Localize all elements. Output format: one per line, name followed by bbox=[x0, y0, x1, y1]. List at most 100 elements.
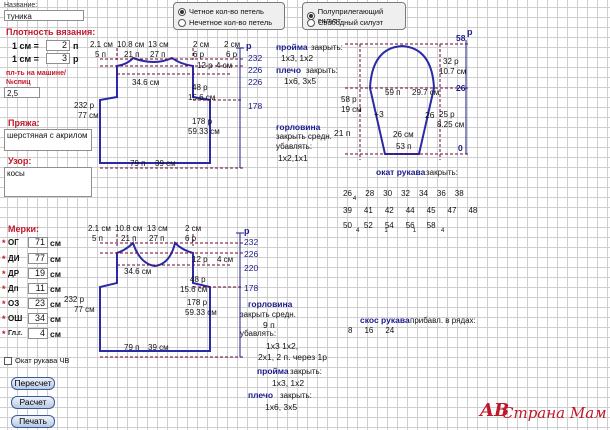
back-measure-lines bbox=[236, 47, 244, 168]
cap-value: 45 bbox=[426, 206, 436, 215]
front-right-232: 232 bbox=[244, 237, 259, 247]
machine-input[interactable]: 2,5 bbox=[4, 87, 40, 98]
back-width-top: 34.6 см bbox=[132, 78, 160, 87]
cap-sub: 4 bbox=[441, 228, 445, 234]
sleeve-cap-cm: 10.7 см bbox=[439, 67, 467, 76]
back-neck-close: закрыть средн. bbox=[276, 132, 332, 141]
cap-value: 48 bbox=[468, 206, 478, 215]
radio-loose[interactable]: Свободный силуэт bbox=[307, 18, 383, 27]
front-neck-values-2: 2х1, 2 п. через 1р bbox=[258, 352, 327, 362]
back-shoulder-cm: 4 см bbox=[216, 61, 233, 70]
front-neck-decrease: убавлять: bbox=[240, 329, 277, 338]
machine-label-1: пл-ть на машине/ bbox=[6, 70, 66, 77]
measure-unit: см bbox=[50, 328, 62, 339]
sleeve-plus: +3 bbox=[374, 109, 384, 119]
cap-row-2: 39 41 42 44 45 47 48 bbox=[343, 207, 477, 215]
required-mark: * bbox=[2, 237, 6, 248]
measure-label: ДИ bbox=[8, 254, 20, 263]
required-mark: * bbox=[2, 283, 6, 294]
front-right-178: 178 bbox=[244, 283, 259, 293]
sleeve-outline bbox=[368, 44, 436, 155]
back-right-226b: 226 bbox=[248, 77, 263, 87]
cap-value: 34 bbox=[418, 189, 428, 198]
measure-di-input[interactable]: 77 bbox=[28, 253, 48, 264]
front-top-1: 2.1 см bbox=[88, 224, 111, 233]
radio-dot-icon[interactable] bbox=[178, 18, 186, 27]
required-mark: * bbox=[2, 313, 6, 324]
back-right-226a: 226 bbox=[248, 65, 263, 75]
front-armhole-title: пройма bbox=[257, 366, 289, 376]
sleeve-cap-checkbox[interactable]: Окат рукава ЧВ bbox=[4, 357, 69, 365]
cap-value: 39 bbox=[343, 206, 352, 215]
back-armhole-title: пройма bbox=[276, 42, 308, 52]
front-neck-stitches: 9 п bbox=[263, 320, 275, 330]
measure-osh-input[interactable]: 34 bbox=[28, 313, 48, 324]
radio-dot-icon[interactable] bbox=[307, 18, 315, 27]
back-armhole-values: 1х3, 1х2 bbox=[281, 53, 314, 63]
required-mark: * bbox=[2, 268, 6, 279]
measure-dp-input[interactable]: 11 bbox=[28, 283, 48, 294]
front-bottom-stitches: 79 п bbox=[124, 343, 140, 352]
front-top-3: 13 см bbox=[147, 224, 168, 233]
cap-value: 58 bbox=[426, 221, 436, 230]
measure-dr-input[interactable]: 19 bbox=[28, 268, 48, 279]
radio-label: Свободный силуэт bbox=[318, 18, 384, 27]
yarn-input[interactable]: шерстяная с акрилом bbox=[4, 129, 92, 151]
required-mark: * bbox=[2, 253, 6, 264]
sleeve-top-cm: 29.7 см bbox=[412, 88, 440, 97]
print-button[interactable]: Печать bbox=[11, 415, 55, 428]
front-body-cm: 59.33 см bbox=[185, 308, 217, 317]
measure-og-input[interactable]: 71 bbox=[28, 237, 48, 248]
calc-button[interactable]: Расчет bbox=[11, 396, 55, 409]
pattern-input[interactable]: косы bbox=[4, 167, 92, 197]
front-neck-close: закрыть средн. bbox=[240, 310, 296, 319]
sleeve-cap-title: окат рукава bbox=[376, 167, 426, 177]
front-shoulder-close: закрыть: bbox=[280, 391, 312, 400]
cap-value: 42 bbox=[384, 206, 394, 215]
front-body-rows: 178 р bbox=[187, 298, 208, 307]
back-neck-values: 1х2,1х1 bbox=[278, 153, 308, 163]
front-shoulder-title: плечо bbox=[248, 390, 274, 400]
cap-row-1: 26 4 28 30 32 34 36 38 bbox=[343, 189, 464, 203]
back-armhole-cm: 15.6 см bbox=[188, 93, 216, 102]
recalc-button[interactable]: Пересчет bbox=[11, 377, 55, 390]
back-body-cm: 59.33 см bbox=[188, 127, 220, 136]
radio-odd-loops[interactable]: Нечетное кол-во петель bbox=[178, 18, 272, 27]
radio-label: Четное кол-во петель bbox=[189, 7, 264, 16]
measure-oz-input[interactable]: 23 bbox=[28, 298, 48, 309]
front-shoulder-rows: 12 р bbox=[192, 255, 208, 264]
front-shoulder-cm: 4 см bbox=[217, 255, 234, 264]
sleeve-right-r: р bbox=[467, 27, 473, 37]
back-neck-decrease: убавлять: bbox=[276, 142, 313, 151]
measure-glg-input[interactable]: 4 bbox=[28, 328, 48, 339]
front-width-top: 34.6 см bbox=[124, 267, 152, 276]
density-row-1-unit: п bbox=[73, 41, 79, 51]
radio-label: Полуприлегающий силуэт bbox=[317, 7, 384, 25]
front-measure-lines bbox=[236, 232, 244, 357]
front-top-2: 10.8 см bbox=[115, 224, 143, 233]
measure-label: ДР bbox=[8, 269, 20, 278]
measure-unit: см bbox=[50, 283, 62, 294]
front-total-rows: 232 р bbox=[64, 295, 85, 304]
front-armhole-cm: 15.6 см bbox=[180, 285, 208, 294]
front-armhole-rows: 48 р bbox=[190, 275, 206, 284]
bevel-row: 8 16 24 bbox=[348, 327, 394, 335]
required-mark: * bbox=[2, 298, 6, 309]
sleeve-right-26: 26 bbox=[456, 83, 466, 93]
cap-value: 54 bbox=[384, 221, 394, 230]
back-right-178: 178 bbox=[248, 101, 263, 111]
name-input[interactable]: туника bbox=[4, 10, 84, 21]
measure-dp: * Дп 11 см bbox=[2, 283, 61, 294]
density-rows-input[interactable]: 3 bbox=[46, 53, 70, 64]
back-piece-outline bbox=[99, 56, 211, 164]
radio-dot-icon[interactable] bbox=[178, 7, 186, 16]
back-right-r: р bbox=[246, 41, 252, 51]
sleeve-bottom-stitches: 53 п bbox=[396, 142, 412, 151]
radio-even-loops[interactable]: Четное кол-во петель bbox=[178, 7, 264, 16]
measure-unit: см bbox=[50, 268, 62, 279]
cap-sub: 4 bbox=[356, 228, 360, 234]
back-top-5: 2 см bbox=[224, 40, 241, 49]
checkbox-icon[interactable] bbox=[4, 357, 12, 365]
brand-site-name: Страна Мам bbox=[502, 404, 607, 422]
density-stitches-input[interactable]: 2 bbox=[46, 40, 70, 51]
